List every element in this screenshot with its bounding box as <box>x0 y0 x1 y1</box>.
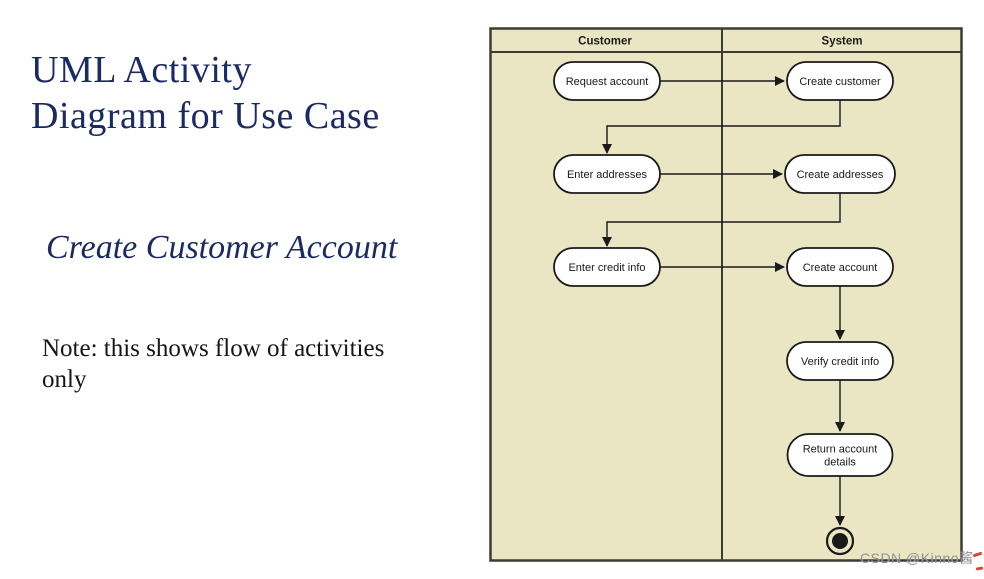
activity-node-label: Create account <box>803 262 878 274</box>
activity-node-return-account-details <box>786 433 894 477</box>
activity-node-create-addresses <box>784 154 896 194</box>
activity-node-label: details <box>824 457 856 469</box>
page-title: UML Activity Diagram for Use Case <box>31 47 380 139</box>
activity-node-label: Verify credit info <box>801 356 879 368</box>
lane-header-customer: Customer <box>578 36 632 48</box>
activity-node-label: Create customer <box>799 76 881 88</box>
activity-node-label: Return account <box>803 444 878 456</box>
activity-node-label: Create addresses <box>797 169 884 181</box>
note-line-2: only <box>42 366 87 393</box>
watermark: CSDN @Kinno酱 <box>860 550 974 566</box>
activity-node-request-account <box>553 61 661 101</box>
flow-arrow-create-customer-to-enter-addresses <box>602 100 841 154</box>
final-node-inner-dot <box>832 533 848 549</box>
activity-node-create-customer <box>786 61 894 101</box>
page-title-line-2: Diagram for Use Case <box>31 95 380 138</box>
red-mark-icon <box>972 551 983 558</box>
activity-node-create-account <box>786 247 894 287</box>
activity-node-enter-addresses <box>553 154 661 194</box>
activity-node-label: Enter credit info <box>568 262 645 274</box>
red-mark-icon <box>975 566 984 571</box>
note-line-1: Note: this shows flow of activities <box>42 335 385 362</box>
flow-arrow-create-addresses-to-enter-credit-info <box>602 193 841 247</box>
activity-node-label: Enter addresses <box>567 169 648 181</box>
note-text: Note: this shows flow of activities only <box>42 333 384 395</box>
lane-header-system: System <box>822 36 863 48</box>
page-title-line-1: UML Activity <box>31 49 252 92</box>
diagram-frame <box>489 27 963 562</box>
activity-node-enter-credit-info <box>553 247 661 287</box>
activity-node-label: Request account <box>566 76 649 88</box>
use-case-subtitle: Create Customer Account <box>46 229 398 267</box>
activity-node-verify-credit-info <box>786 341 894 381</box>
